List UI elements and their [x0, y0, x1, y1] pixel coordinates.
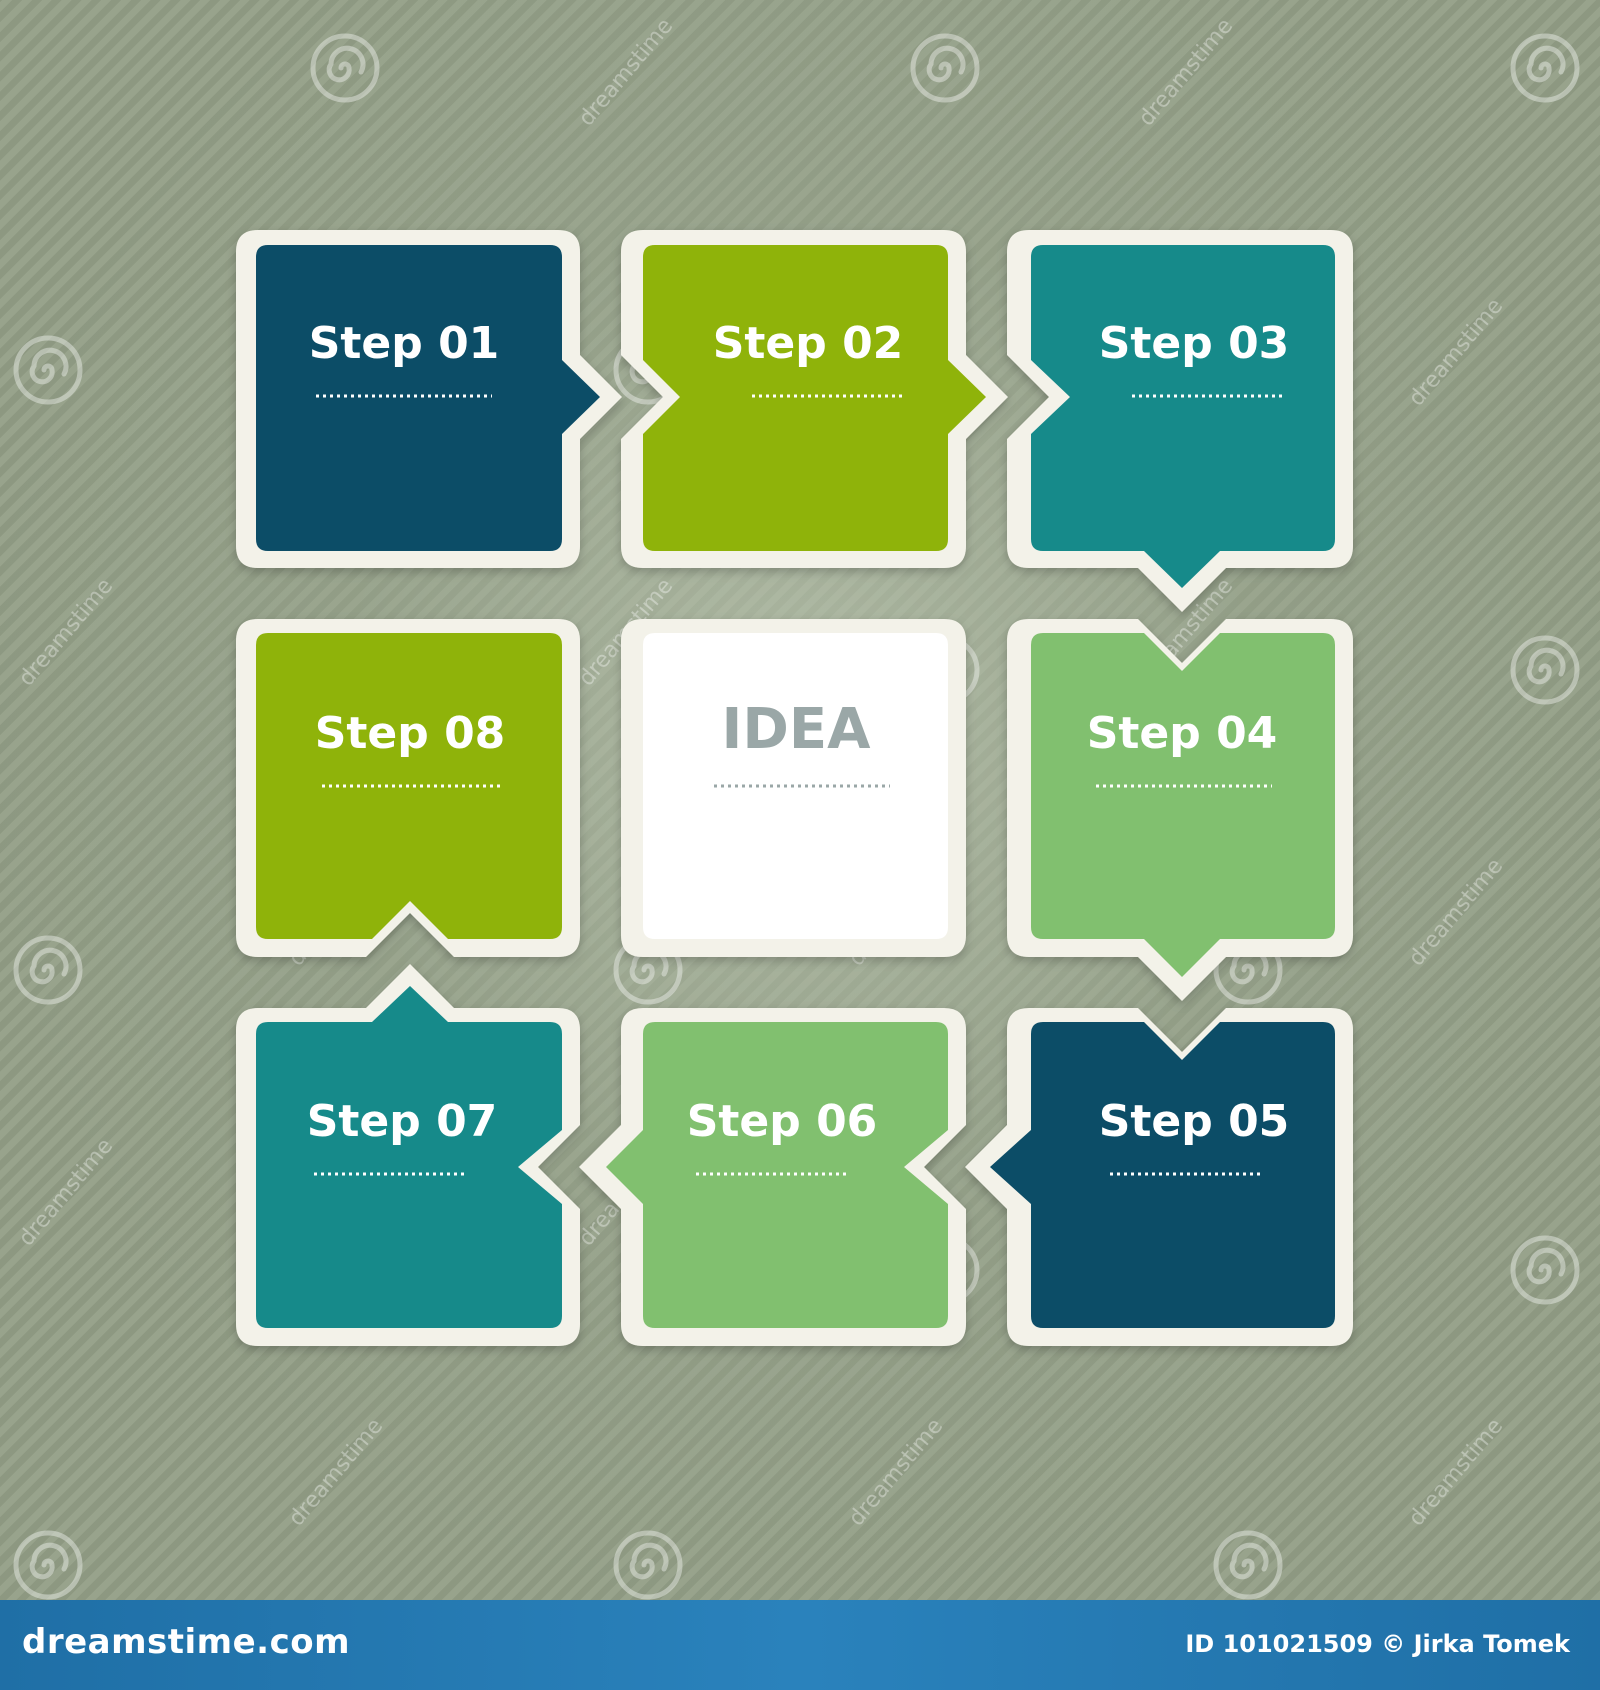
idea-box: IDEA: [621, 619, 966, 957]
spiral-watermark-icon: [1212, 1529, 1284, 1605]
step-05-box: Step 05: [965, 1008, 1353, 1346]
footer-bar: dreamstime.com ID 101021509 © Jirka Tome…: [0, 1600, 1600, 1690]
spiral-watermark-icon: [12, 934, 84, 1010]
step-02-fill: [643, 245, 986, 551]
step-06-box: Step 06: [579, 1008, 966, 1346]
step-cycle-diagram: Step 01 Step 02 Step 03 Step 08: [236, 230, 1353, 1346]
step-08-label: Step 08: [315, 708, 506, 759]
spiral-watermark-icon: [1509, 32, 1581, 108]
footer-credit: ID 101021509 © Jirka Tomek: [1185, 1630, 1570, 1658]
spiral-watermark-icon: [12, 1529, 84, 1605]
step-01-box: Step 01: [236, 230, 622, 568]
idea-label: IDEA: [722, 697, 872, 762]
step-07-label: Step 07: [307, 1096, 498, 1147]
step-05-label: Step 05: [1099, 1096, 1290, 1147]
footer-brand[interactable]: dreamstime.com: [22, 1622, 351, 1662]
step-04-box: Step 04: [1007, 619, 1353, 1001]
step-01-label: Step 01: [309, 318, 500, 369]
step-06-label: Step 06: [687, 1096, 878, 1147]
step-01-fill: [256, 245, 600, 551]
step-05-fill: [990, 1022, 1335, 1328]
step-02-label: Step 02: [713, 318, 904, 369]
idea-fill: [643, 633, 948, 939]
spiral-watermark-icon: [309, 32, 381, 108]
step-06-fill: [606, 1022, 948, 1328]
step-04-fill: [1031, 633, 1335, 977]
spiral-watermark-icon: [1509, 634, 1581, 710]
spiral-watermark-icon: [909, 32, 981, 108]
step-03-fill: [1031, 245, 1335, 588]
spiral-watermark-icon: [612, 1529, 684, 1605]
spiral-watermark-icon: [12, 334, 84, 410]
step-03-box: Step 03: [1007, 230, 1353, 612]
step-07-fill: [256, 986, 562, 1328]
step-02-box: Step 02: [621, 230, 1008, 568]
step-08-box: Step 08: [236, 619, 580, 957]
step-03-label: Step 03: [1099, 318, 1290, 369]
step-07-box: Step 07: [236, 964, 580, 1346]
step-04-label: Step 04: [1087, 708, 1278, 759]
spiral-watermark-icon: [1509, 1234, 1581, 1310]
